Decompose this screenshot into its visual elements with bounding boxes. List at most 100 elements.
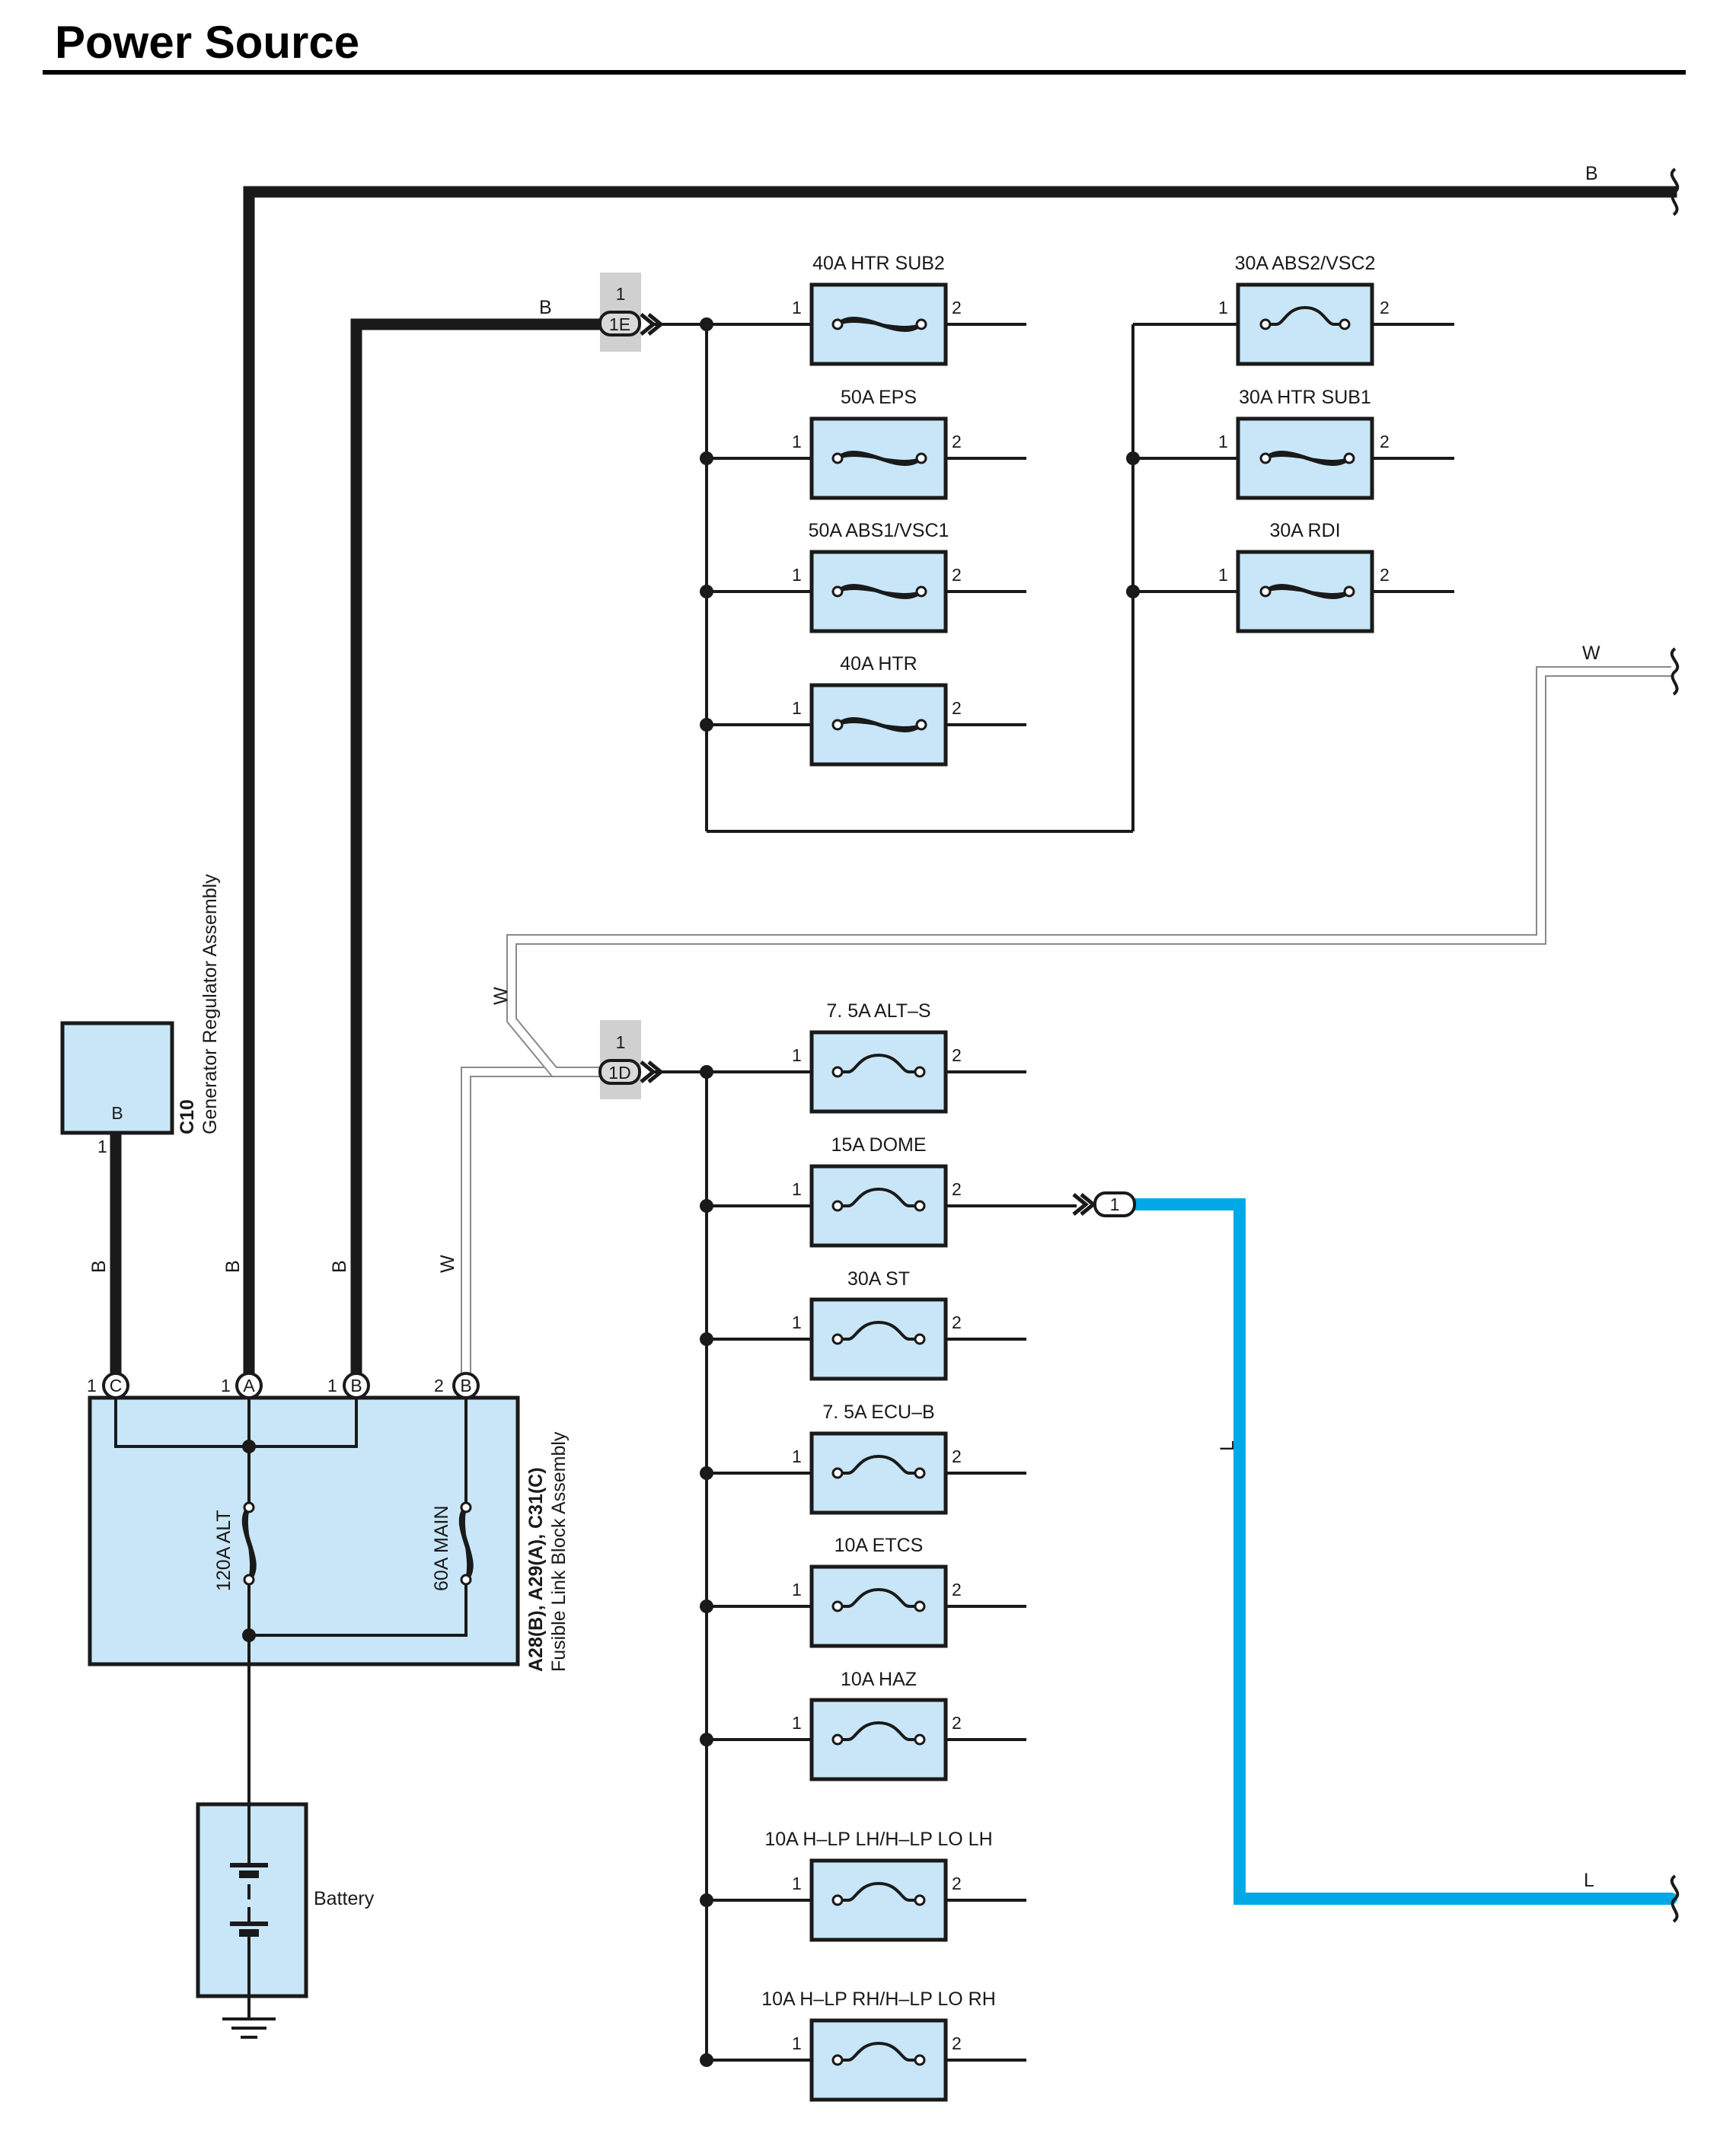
wire-color-label: L (1217, 1440, 1238, 1451)
pin-label: 1 (792, 1580, 802, 1599)
wire-color-label: W (1582, 643, 1600, 664)
fuse-50a-abs1-vsc1 (809, 550, 948, 633)
fuse-30a-htr-sub1 (1236, 416, 1374, 500)
junction-dot (700, 1893, 713, 1907)
fuse-label: 30A RDI (1269, 520, 1340, 541)
junction-dot (700, 2053, 713, 2067)
fusible-terminal-b2 (452, 1372, 480, 1399)
connector-1d-top: 1 (616, 1032, 626, 1052)
wire-color-label: B (329, 1260, 350, 1273)
pin-label: 2 (952, 1045, 962, 1065)
fuse-label: 7. 5A ECU–B (822, 1402, 934, 1423)
fusible-block-name: Fusible Link Block Assembly (548, 1431, 570, 1672)
fusible-terminal-pin: 1 (327, 1376, 337, 1395)
fuse-label: 30A HTR SUB1 (1239, 387, 1371, 408)
pin-label: 2 (952, 1312, 962, 1332)
fuse-group-b-7 (700, 1858, 1026, 1942)
connector-1d (598, 1020, 664, 1099)
fusible-terminal-pin: 2 (434, 1376, 444, 1395)
pin-label: 2 (952, 1446, 962, 1466)
title-rule (43, 70, 1686, 75)
wire-color-label: B (1585, 163, 1598, 184)
pin-label: 1 (1218, 565, 1228, 585)
pin-label: 2 (952, 2033, 962, 2053)
generator-name: Generator Regulator Assembly (199, 874, 221, 1134)
pin-label: 1 (792, 1045, 802, 1065)
wire-color-label: W (437, 1255, 458, 1273)
wire-color-label: B (539, 297, 552, 318)
fuse-label: 30A ST (847, 1268, 910, 1290)
wire-color-label: B (222, 1260, 244, 1273)
connector-1d-code: 1D (608, 1063, 630, 1083)
pin-label: 2 (1380, 298, 1390, 317)
fuse-60a-main (458, 1501, 474, 1586)
generator-code: C10 (177, 1099, 198, 1134)
fuse-30a-abs2-vsc2 (1236, 282, 1374, 366)
fuse-label: 15A DOME (831, 1134, 926, 1156)
wire-top-b (243, 186, 1677, 1383)
battery-label: Battery (314, 1888, 375, 1909)
pin-label: 1 (792, 1874, 802, 1893)
fuse-label: 50A ABS1/VSC1 (809, 520, 949, 541)
pin-label: 1 (792, 698, 802, 718)
fuse-group-b-3 (700, 1297, 1026, 1381)
fusible-terminal-letter: A (243, 1376, 255, 1395)
wire-color-label: L (1584, 1870, 1594, 1891)
connector-1e (598, 273, 664, 352)
fuse-label: 10A H–LP RH/H–LP LO RH (761, 1989, 996, 2010)
pin-label: 2 (952, 1580, 962, 1599)
wire-w-to-1d (461, 1067, 609, 1376)
pin-label: 1 (792, 1312, 802, 1332)
wire-color-label: B (88, 1260, 110, 1273)
group-a-left-fuses (707, 323, 1026, 726)
fusible-terminal-c (102, 1372, 129, 1399)
connector-1e-code: 1E (609, 314, 630, 334)
fuse-60a-main-label: 60A MAIN (431, 1505, 452, 1591)
pin-label: 2 (952, 1179, 962, 1199)
break-mark-l (1670, 1874, 1680, 1923)
fuse-group-b-4 (700, 1431, 1026, 1515)
fuse-120a-alt-label: 120A ALT (213, 1510, 235, 1591)
pin-label: 1 (792, 1179, 802, 1199)
fuse-label: 40A HTR SUB2 (812, 253, 945, 274)
junction-dot (700, 1065, 713, 1079)
junction-dot (700, 1199, 713, 1213)
fusible-terminal-letter: B (460, 1376, 471, 1395)
wire-b-to-1e (350, 318, 609, 1383)
pin-label: 1 (792, 298, 802, 317)
fuse-group-b-5 (700, 1564, 1026, 1648)
pin-label: 2 (952, 1874, 962, 1893)
generator-regulator-assembly (60, 1021, 174, 1135)
fuse-label: 10A ETCS (834, 1535, 924, 1556)
battery (196, 1791, 308, 2017)
pin-label: 1 (792, 1713, 802, 1733)
pin-label: 2 (952, 698, 962, 718)
wire-color-label: W (490, 987, 512, 1005)
pin-label: 2 (952, 565, 962, 585)
fuse-label: 40A HTR (840, 653, 917, 675)
junction-dot (700, 1599, 713, 1613)
wire-l (1127, 1198, 1677, 1905)
page-title: Power Source (55, 17, 360, 68)
fusible-terminal-pin: 1 (221, 1376, 231, 1395)
fuse-group-b-2 (700, 1164, 1077, 1248)
pin-label: 2 (952, 1713, 962, 1733)
fuse-group-b-1 (707, 1030, 1026, 1114)
connector-1-code: 1 (1110, 1194, 1120, 1214)
pin-label: 1 (792, 1446, 802, 1466)
pin-label: 1 (792, 432, 802, 451)
break-mark-w (1670, 647, 1680, 696)
fusible-terminal-letter: B (350, 1376, 362, 1395)
ground-icon (222, 2017, 276, 2039)
fuse-group-b-8 (700, 2018, 1026, 2102)
fuse-30a-rdi (1236, 550, 1374, 633)
connector-1 (1072, 1191, 1136, 1217)
junctions-group-a (700, 317, 1140, 732)
break-mark-b (1670, 167, 1680, 216)
fuse-50a-eps (809, 416, 948, 500)
fuse-label: 10A HAZ (841, 1669, 917, 1690)
group-b-fuses (700, 1030, 1077, 2102)
pin-label: 2 (1380, 432, 1390, 451)
pin-label: 2 (1380, 565, 1390, 585)
